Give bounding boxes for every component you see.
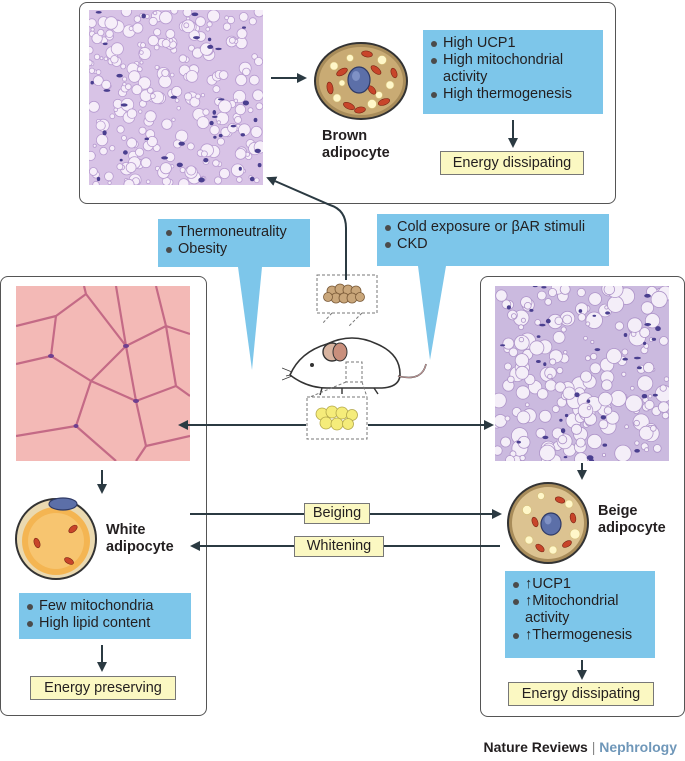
white-feature-item: Few mitochondria	[27, 598, 183, 615]
stimulus-item: CKD	[385, 236, 601, 253]
stimuli-left-box: Thermoneutrality Obesity	[158, 219, 310, 267]
beiging-label: Beiging	[304, 503, 370, 524]
whitening-label: Whitening	[294, 536, 384, 557]
stimulus-item: Obesity	[166, 241, 302, 258]
white-adipocyte-cell	[15, 497, 97, 580]
white-adipocyte-label: White adipocyte	[106, 522, 174, 555]
beige-feature-item: ↑Mitochondrial activity	[513, 593, 647, 627]
callout-pointer-left	[238, 267, 262, 370]
brown-feature-item: High thermogenesis	[431, 86, 595, 103]
brown-feature-item: High mitochondrial activity	[431, 52, 595, 86]
beige-features-box: ↑UCP1 ↑Mitochondrial activity ↑Thermogen…	[505, 571, 655, 658]
stimuli-right-box: Cold exposure or βAR stimuli CKD	[377, 214, 609, 266]
journal-section: Nephrology	[599, 739, 677, 755]
journal-credit: Nature Reviews | Nephrology	[484, 739, 677, 755]
stimulus-item: Thermoneutrality	[166, 224, 302, 241]
mouse-illustration	[282, 274, 427, 440]
beige-adipocyte-label: Beige adipocyte	[598, 503, 666, 536]
beige-feature-item: ↑UCP1	[513, 576, 647, 593]
white-feature-item: High lipid content	[27, 615, 183, 632]
white-tissue-micrograph	[16, 286, 190, 461]
beige-adipocyte-cell	[507, 482, 589, 564]
beige-feature-item: ↑Thermogenesis	[513, 627, 647, 644]
brown-feature-item: High UCP1	[431, 35, 595, 52]
beige-tissue-micrograph	[495, 286, 669, 461]
brown-adipocyte-label: Brown adipocyte	[322, 128, 390, 161]
brown-outcome-box: Energy dissipating	[440, 151, 584, 175]
beige-outcome-box: Energy dissipating	[508, 682, 654, 706]
journal-name: Nature Reviews	[483, 739, 588, 755]
callout-pointer-right	[418, 266, 446, 360]
white-outcome-box: Energy preserving	[30, 676, 176, 700]
brown-tissue-micrograph	[89, 10, 263, 185]
brown-adipocyte-cell	[314, 42, 408, 120]
credit-separator: |	[591, 739, 596, 755]
white-features-box: Few mitochondria High lipid content	[19, 593, 191, 639]
brown-features-box: High UCP1 High mitochondrial activity Hi…	[423, 30, 603, 114]
brown-depot-arrow	[266, 176, 347, 280]
stimulus-item: Cold exposure or βAR stimuli	[385, 219, 601, 236]
